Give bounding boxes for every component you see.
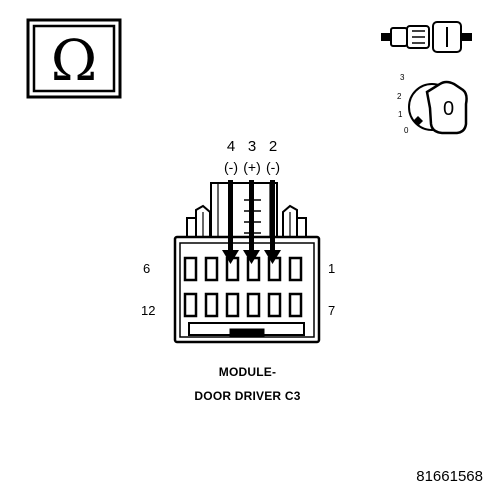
cavity-5 [204, 256, 219, 282]
cavity-11 [204, 292, 219, 318]
ignition-key-label: 0 [443, 98, 454, 120]
pin-number-4: 4 [227, 138, 235, 155]
caption-line-2: DOOR DRIVER C3 [194, 389, 301, 403]
ignition-position-3: 3 [400, 73, 405, 82]
cavity-2 [267, 256, 282, 282]
probe-arrow-3 [243, 180, 260, 264]
ohm-meter-icon: Ω [26, 18, 122, 99]
cavity-row-bottom [183, 292, 303, 318]
cavity-3 [246, 256, 261, 282]
ignition-position-0: 0 [404, 126, 409, 135]
probe-arrow-4 [222, 180, 239, 264]
cavity-label-6: 6 [143, 261, 150, 276]
cavity-label-7: 7 [328, 303, 335, 318]
pin-number-3: 3 [248, 138, 256, 155]
pin-labels: 4 3 2 (-) (+) (-) [224, 138, 280, 175]
pin-number-2: 2 [269, 138, 277, 155]
cavity-6 [183, 256, 198, 282]
ignition-position-1: 1 [398, 110, 403, 119]
cavity-8 [267, 292, 282, 318]
cavity-4 [225, 256, 240, 282]
cavity-12 [183, 292, 198, 318]
pin-polarity-4: (-) [224, 159, 238, 175]
pin-polarity-2: (-) [266, 159, 280, 175]
ignition-position-2: 2 [397, 92, 402, 101]
ohm-symbol: Ω [51, 29, 97, 94]
cavity-9 [246, 292, 261, 318]
cavity-label-12: 12 [141, 303, 155, 318]
probe-arrows [222, 180, 281, 264]
cavity-7 [288, 292, 303, 318]
cavity-label-1: 1 [328, 261, 335, 276]
probe-arrow-2 [264, 180, 281, 264]
caption-line-1: MODULE- [218, 365, 277, 379]
pin-polarity-3: (+) [243, 159, 261, 175]
ignition-key-off-icon: 3 2 1 0 0 [397, 73, 468, 135]
cavity-row-top [183, 256, 303, 282]
cavity-10 [225, 292, 240, 318]
figure-number: 81661568 [416, 468, 483, 485]
cavity-1 [288, 256, 303, 282]
disconnected-connector-icon [381, 21, 472, 53]
